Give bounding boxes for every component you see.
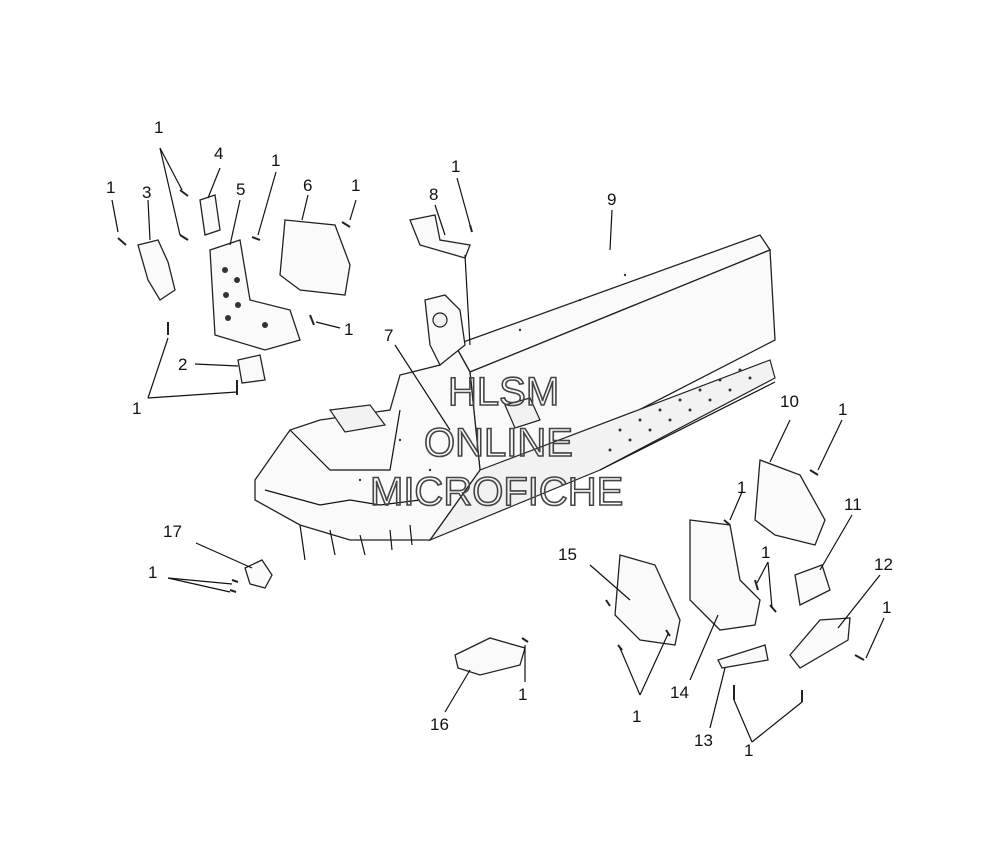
part-11-plate (794, 564, 831, 606)
callout-1: 1 (632, 707, 641, 726)
part-5-plate (209, 239, 301, 351)
callout-1: 1 (148, 563, 157, 582)
callout-1: 1 (154, 118, 163, 137)
callout-11: 11 (844, 495, 862, 514)
part-10-cover (754, 459, 826, 546)
callout-1: 1 (744, 741, 753, 760)
part-4-clip (199, 194, 221, 236)
callout-1: 1 (132, 399, 141, 418)
callout-8: 8 (429, 185, 438, 204)
callout-9: 9 (607, 190, 616, 209)
callout-12: 12 (874, 555, 893, 574)
callout-1: 1 (737, 478, 746, 497)
callout-3: 3 (142, 183, 151, 202)
part-16-plate (454, 637, 526, 676)
callout-1: 1 (882, 598, 891, 617)
watermark: HLSM ONLINE MICROFICHE (369, 369, 624, 515)
callout-15: 15 (558, 545, 577, 564)
perforation-dots (358, 273, 752, 482)
callout-4: 4 (214, 144, 223, 163)
callout-labels: 1 1 3 4 5 1 6 1 1 2 1 7 8 1 9 17 1 10 1 … (106, 118, 893, 760)
callout-1: 1 (344, 320, 353, 339)
part-6-plate (279, 219, 351, 296)
callout-1: 1 (451, 157, 460, 176)
part-3-bracket (137, 239, 176, 301)
callout-14: 14 (670, 683, 689, 702)
callout-2: 2 (178, 355, 187, 374)
watermark-line-1: HLSM (448, 370, 559, 414)
callout-7: 7 (384, 326, 393, 345)
callout-16: 16 (430, 715, 449, 734)
callout-1: 1 (106, 178, 115, 197)
part-8-bracket (409, 214, 471, 259)
part-15-guard (614, 554, 681, 646)
callout-1: 1 (271, 151, 280, 170)
callout-6: 6 (303, 176, 312, 195)
part-2-clip (237, 354, 266, 384)
callout-1: 1 (518, 685, 527, 704)
callout-17: 17 (163, 522, 182, 541)
callout-1: 1 (761, 543, 770, 562)
watermark-line-3: MICROFICHE (370, 470, 623, 514)
part-17-cap (244, 559, 273, 589)
callout-1: 1 (351, 176, 360, 195)
leader-lines (111, 147, 885, 743)
part-13-bracket (717, 644, 769, 669)
callout-1: 1 (838, 400, 847, 419)
fastener-markers (117, 189, 865, 702)
callout-5: 5 (236, 180, 245, 199)
part-14-bracket (689, 519, 761, 631)
chassis-tunnel (254, 234, 776, 561)
part-12-plate (789, 617, 851, 669)
callout-13: 13 (694, 731, 713, 750)
callout-10: 10 (780, 392, 799, 411)
watermark-line-2: ONLINE (424, 421, 573, 465)
